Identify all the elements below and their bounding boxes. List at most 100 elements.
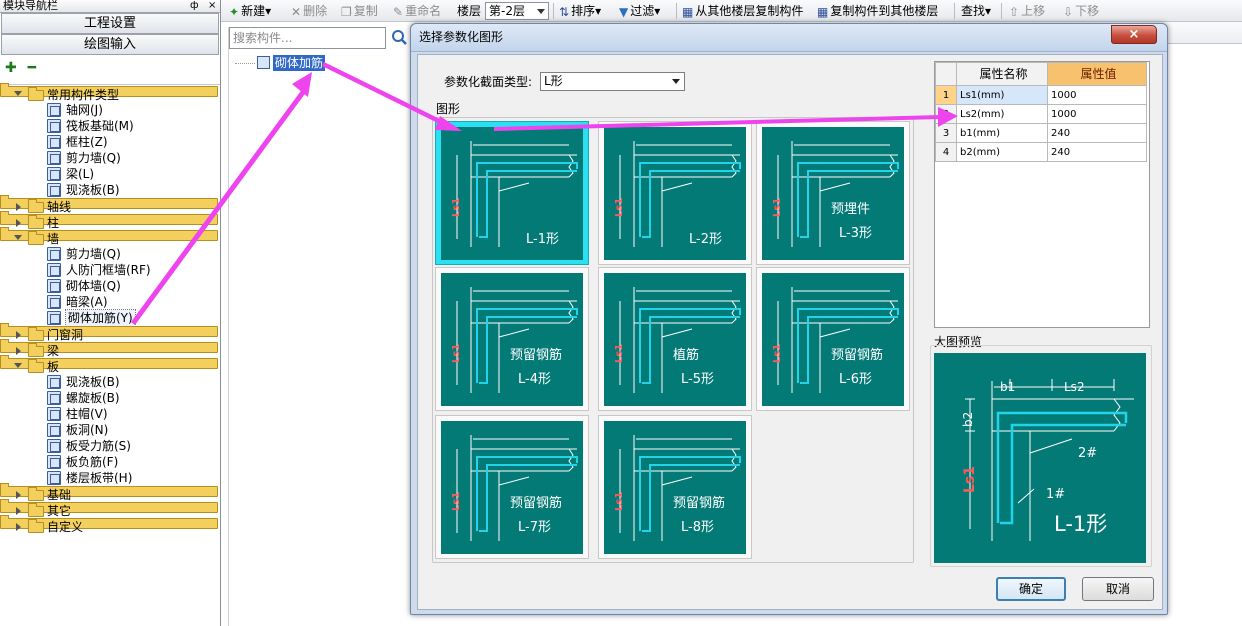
tree-label: 门窗洞 (47, 328, 84, 342)
tree-folder[interactable]: 自定义 (0, 515, 218, 534)
table-row[interactable]: 3 b1(mm) 240 (935, 123, 1147, 143)
preview-b1-label: b1 (1000, 380, 1015, 394)
tree-item[interactable]: 楼层板带(H) (0, 470, 218, 486)
copy-to-floor-button[interactable]: ▦复制构件到其他楼层 (817, 2, 938, 20)
tree-folder[interactable]: 墙 (0, 227, 218, 246)
shape-drawing: Ls1 (441, 127, 583, 260)
tree-label: 剪力墙(Q) (66, 247, 121, 261)
search-input[interactable]: 搜索构件... (229, 27, 386, 49)
tree-label: 框柱(Z) (66, 135, 108, 149)
tree-folder[interactable]: 门窗洞 (0, 323, 218, 342)
drawing-input-button[interactable]: 绘图输入 (1, 34, 219, 55)
tree-item[interactable]: 人防门框墙(RF) (0, 262, 218, 278)
tree-folder[interactable]: 其它 (0, 499, 218, 518)
table-row[interactable]: 1 Ls1(mm) 1000 (935, 85, 1147, 105)
close-icon[interactable]: × (208, 0, 217, 11)
tree-label: 自定义 (47, 520, 84, 534)
copy-from-floor-label: 从其他楼层复制构件 (695, 4, 804, 18)
collapse-all-icon[interactable]: ━ (27, 60, 40, 76)
tree-folder[interactable]: 轴线 (0, 195, 218, 214)
cancel-button[interactable]: 取消 (1082, 577, 1154, 601)
shape-diagram-icon: Ls1 (451, 141, 578, 247)
folder-icon (28, 503, 44, 517)
tree-folder[interactable]: 常用构件类型 (0, 83, 218, 102)
component-type-icon (47, 119, 61, 133)
floor-select[interactable]: 第-2层 (485, 2, 549, 20)
chevron-down-icon[interactable] (14, 363, 22, 368)
move-up-button[interactable]: ⇧上移 (1009, 2, 1045, 20)
tree-item[interactable]: 剪力墙(Q) (0, 246, 218, 262)
tree-item[interactable]: 柱帽(V) (0, 406, 218, 422)
filter-label: 过滤 (630, 4, 655, 18)
chevron-right-icon[interactable] (16, 523, 21, 531)
find-button[interactable]: 查找▾ (961, 4, 992, 18)
tree-item[interactable]: 砌体墙(Q) (0, 278, 218, 294)
chevron-down-icon[interactable] (14, 91, 22, 96)
ok-button[interactable]: 确定 (996, 577, 1066, 601)
tree-item[interactable]: 框柱(Z) (0, 134, 218, 150)
tree-item[interactable]: 砌体加筋(Y) (0, 309, 218, 327)
component-toolbar: ✦新建▾ ✕删除 ❐复制 ✎重命名 楼层 第-2层 ⇅排序▾ ▼过滤▾ ▦从其他… (221, 0, 1242, 22)
property-table: 属性名称 属性值 1 Ls1(mm) 1000 2 Ls2(mm) 1000 3… (934, 61, 1150, 328)
chevron-right-icon[interactable] (16, 219, 21, 227)
tree-item[interactable]: 板负筋(F) (0, 454, 218, 470)
table-row[interactable]: 4 b2(mm) 240 (935, 142, 1147, 162)
copy-from-floor-button[interactable]: ▦从其他楼层复制构件 (682, 2, 803, 20)
chevron-right-icon[interactable] (16, 507, 21, 515)
tree-item[interactable]: 螺旋板(B) (0, 390, 218, 406)
search-button[interactable] (389, 28, 409, 48)
property-value[interactable]: 1000 (1047, 85, 1147, 105)
delete-button[interactable]: ✕删除 (291, 2, 327, 20)
tree-item[interactable]: 梁(L) (0, 166, 218, 182)
table-row[interactable]: 2 Ls2(mm) 1000 (935, 104, 1147, 124)
tree-label: 现浇板(B) (66, 183, 120, 197)
tree-item[interactable]: 暗梁(A) (0, 294, 218, 310)
tree-item[interactable]: 剪力墙(Q) (0, 150, 218, 166)
move-down-button[interactable]: ⇩下移 (1063, 2, 1099, 20)
tree-item[interactable]: 板受力筋(S) (0, 438, 218, 454)
chevron-right-icon[interactable] (16, 491, 21, 499)
section-type-select[interactable]: L形 (540, 72, 685, 91)
new-button[interactable]: ✦新建▾ (229, 4, 272, 19)
tree-item[interactable]: 筏板基础(M) (0, 118, 218, 134)
tree-item[interactable]: 轴网(J) (0, 102, 218, 118)
tree-folder[interactable]: 柱 (0, 211, 218, 230)
dialog-title: 选择参数化图形 (419, 30, 504, 44)
component-item[interactable]: 砌体加筋 (257, 55, 326, 71)
sort-button[interactable]: ⇅排序▾ (559, 4, 602, 19)
chevron-right-icon[interactable] (16, 347, 21, 355)
dialog-close-button[interactable]: × (1111, 25, 1157, 44)
property-value[interactable]: 1000 (1047, 104, 1147, 124)
tree-label: 板 (47, 360, 60, 374)
project-settings-button[interactable]: 工程设置 (1, 13, 219, 34)
copy-button[interactable]: ❐复制 (341, 2, 378, 20)
expand-all-icon[interactable]: ✚ (5, 60, 20, 76)
svg-text:Ls1: Ls1 (772, 344, 783, 363)
chevron-right-icon[interactable] (16, 331, 21, 339)
tree-folder[interactable]: 基础 (0, 483, 218, 502)
shape-drawing: Ls1 (604, 273, 746, 406)
filter-button[interactable]: ▼过滤▾ (619, 4, 661, 19)
new-label: 新建 (241, 4, 266, 18)
tree-folder[interactable]: 板 (0, 355, 218, 374)
property-value[interactable]: 240 (1047, 123, 1147, 143)
chevron-right-icon[interactable] (16, 203, 21, 211)
tree-item[interactable]: 板洞(N) (0, 422, 218, 438)
component-type-icon (47, 151, 61, 165)
property-value[interactable]: 240 (1047, 142, 1147, 162)
pin-icon[interactable]: ф (190, 0, 199, 11)
tree-folder[interactable]: 梁 (0, 339, 218, 358)
chevron-down-icon[interactable] (14, 235, 22, 240)
floor-label: 楼层 (457, 4, 482, 18)
tree-item[interactable]: 现浇板(B) (0, 182, 218, 198)
rename-button[interactable]: ✎重命名 (393, 2, 441, 20)
tree-item[interactable]: 现浇板(B) (0, 374, 218, 390)
